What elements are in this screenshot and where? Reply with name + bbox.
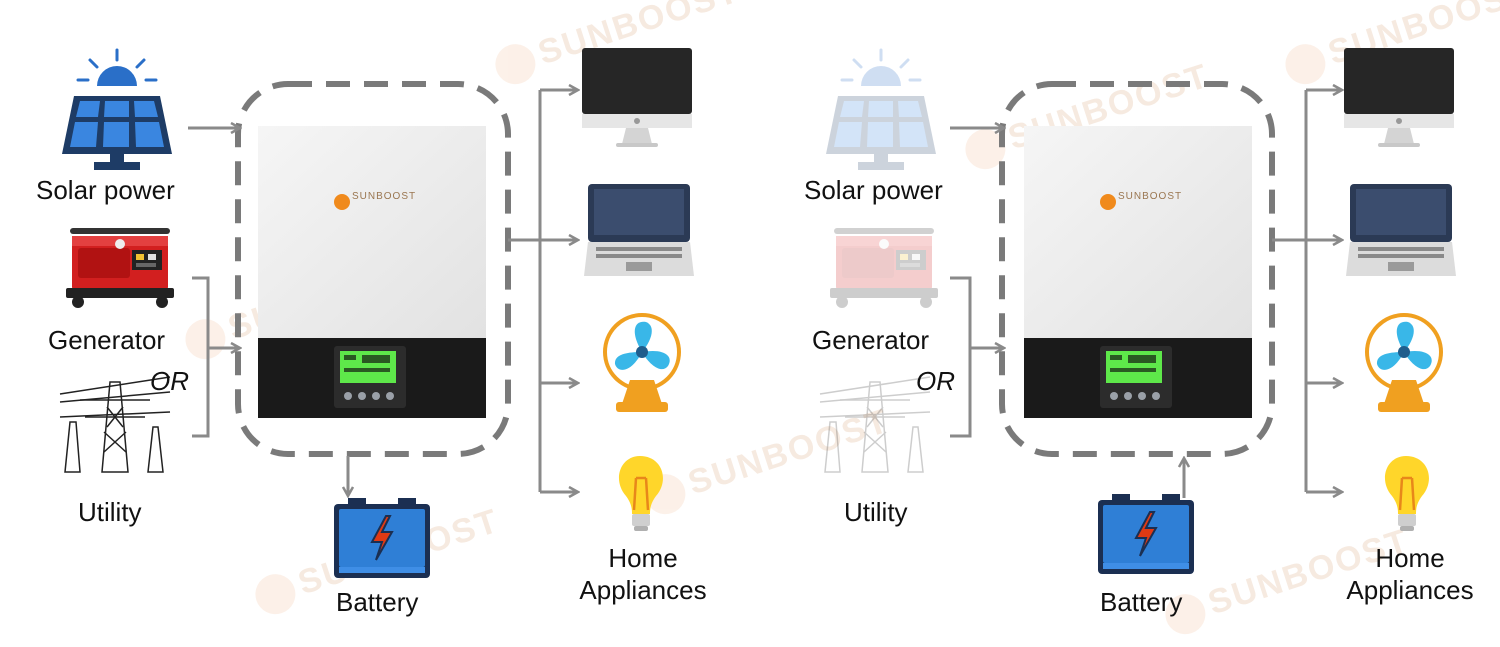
home-label-line1: Home <box>608 543 678 573</box>
generator-icon <box>66 228 174 308</box>
home-label-line1: Home <box>1375 543 1445 573</box>
generator-label: Generator <box>48 325 166 355</box>
battery-label: Battery <box>1100 587 1183 617</box>
monitor-icon <box>1344 48 1454 147</box>
home-label-line2: Appliances <box>1346 575 1474 605</box>
solar-panel-icon <box>60 48 174 172</box>
power-tower-icon <box>819 376 931 473</box>
utility-label: Utility <box>844 497 908 527</box>
fan-icon <box>1365 313 1443 414</box>
left-diagram <box>59 48 694 579</box>
home-appliances-label: Home Appliances <box>1334 542 1486 606</box>
solar-power-label: Solar power <box>804 175 943 205</box>
light-bulb-icon <box>1383 454 1431 533</box>
light-bulb-icon <box>617 454 665 533</box>
home-label-line2: Appliances <box>579 575 707 605</box>
inverter-icon <box>258 126 486 418</box>
or-label: OR <box>150 366 189 396</box>
inverter-frame <box>235 81 511 457</box>
battery-icon <box>333 497 431 579</box>
battery-icon <box>1097 493 1195 575</box>
solar-panel-icon <box>824 48 938 172</box>
battery-label: Battery <box>336 587 419 617</box>
fan-icon <box>603 313 681 414</box>
inverter-icon <box>1024 126 1252 418</box>
utility-label: Utility <box>78 497 142 527</box>
laptop-icon <box>1346 184 1456 276</box>
right-diagram <box>819 48 1456 575</box>
inverter-frame <box>999 81 1275 457</box>
laptop-icon <box>584 184 694 276</box>
or-label: OR <box>916 366 955 396</box>
inverter-brand: SUNBOOST <box>1118 191 1183 202</box>
generator-label: Generator <box>812 325 930 355</box>
generator-icon <box>830 228 938 308</box>
solar-power-label: Solar power <box>36 175 175 205</box>
monitor-icon <box>582 48 692 147</box>
home-appliances-label: Home Appliances <box>568 542 718 606</box>
inverter-brand: SUNBOOST <box>352 191 417 202</box>
